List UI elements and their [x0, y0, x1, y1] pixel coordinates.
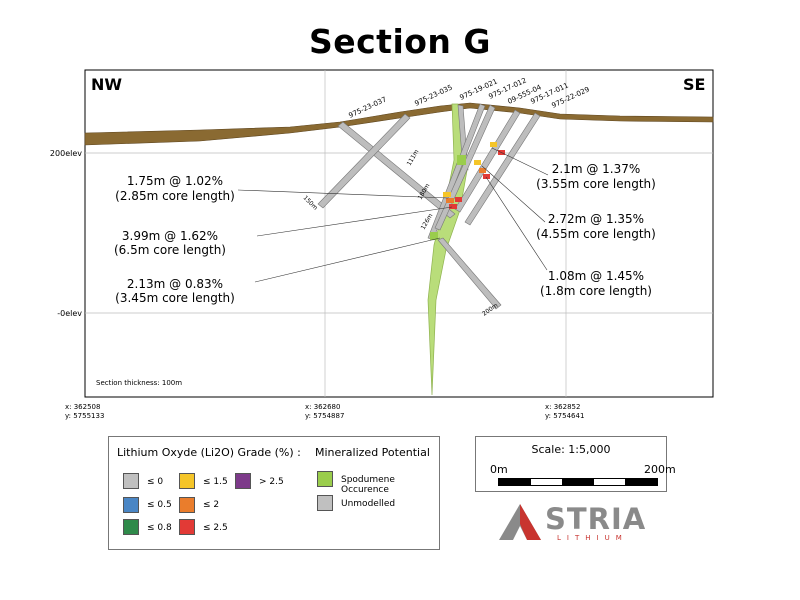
elevation-label: -0elev	[57, 309, 82, 318]
intercept-line2: (3.45m core length)	[115, 291, 235, 305]
legend-swatch	[123, 497, 139, 513]
scale-left-label: 0m	[490, 463, 508, 476]
coord-y-label: y: 5755133	[65, 412, 104, 420]
intercept-line2: (1.8m core length)	[540, 284, 652, 298]
grade-mark	[430, 232, 438, 240]
leader-line	[485, 176, 548, 271]
intercept-line2: (3.55m core length)	[536, 177, 656, 191]
orientation-right: SE	[683, 75, 705, 94]
overburden-layer	[84, 102, 714, 146]
legend-label: Unmodelled	[341, 499, 396, 509]
intercept-line2: (4.55m core length)	[536, 227, 656, 241]
legend-label: ≤ 1.5	[203, 477, 228, 487]
intercept-line1: 2.13m @ 0.83%	[127, 277, 223, 291]
legend-swatch	[123, 473, 139, 489]
drill-holes	[317, 103, 541, 310]
legend-label: ≤ 0.5	[147, 500, 172, 510]
leader-line	[481, 165, 546, 223]
leader-line	[491, 147, 549, 176]
section-title: Section G	[308, 22, 492, 61]
legend-swatch	[317, 495, 333, 511]
legend-label: ≤ 2.5	[203, 523, 228, 533]
intercept-line2: (2.85m core length)	[115, 189, 235, 203]
legend-swatch	[235, 473, 251, 489]
scale-bar	[498, 478, 658, 486]
coord-y-label: y: 5754641	[545, 412, 584, 420]
grade-mark	[455, 197, 462, 202]
legend-label: ≤ 0	[147, 477, 164, 487]
grade-mark	[483, 174, 490, 179]
scale-box: Scale: 1:5,000 0m 200m	[475, 436, 676, 492]
section-thickness: Section thickness: 100m	[96, 379, 182, 387]
drill-hole-975-23-037	[337, 121, 456, 219]
legend-swatch	[179, 497, 195, 513]
logo-mark-icon	[499, 504, 541, 540]
drill-hole-975-17-012-b	[437, 237, 502, 310]
grade-mark	[457, 155, 466, 165]
stria-logo: STRIA LITHIUM	[497, 500, 657, 546]
intercept-line1: 2.1m @ 1.37%	[552, 162, 641, 176]
scale-title: Scale: 1:5,000	[531, 443, 611, 456]
legend-label: Spodumene Occurence	[341, 475, 395, 495]
leader-line	[254, 237, 441, 283]
leader-line	[237, 189, 449, 199]
grade-mark	[449, 204, 457, 209]
coord-x-label: x: 362508	[65, 403, 100, 411]
intercept-line1: 1.08m @ 1.45%	[548, 269, 644, 283]
intercept-line2: (6.5m core length)	[114, 243, 226, 257]
intercept-line1: 3.99m @ 1.62%	[122, 229, 218, 243]
scale-right-label: 200m	[644, 463, 676, 476]
legend-swatch	[317, 471, 333, 487]
legend-swatch	[179, 473, 195, 489]
drill-hole-975-23-035	[317, 113, 411, 209]
legend-grade-title: Lithium Oxyde (Li2O) Grade (%) :	[117, 446, 301, 459]
grade-mark	[443, 192, 451, 197]
logo-subtitle: LITHIUM	[557, 534, 628, 542]
drill-hole-975-17-011	[454, 109, 521, 213]
elevation-label: 200elev	[50, 149, 82, 158]
grade-mark	[474, 160, 481, 165]
legend-swatch	[123, 519, 139, 535]
logo-word: STRIA	[545, 502, 647, 536]
coord-x-label: x: 362852	[545, 403, 580, 411]
coord-x-label: x: 362680	[305, 403, 340, 411]
legend-label: > 2.5	[259, 477, 284, 487]
intercept-line1: 2.72m @ 1.35%	[548, 212, 644, 226]
grade-mark	[479, 168, 486, 173]
grade-mark	[446, 198, 454, 203]
leader-line	[256, 206, 453, 237]
legend-label: ≤ 2	[203, 500, 220, 510]
coord-y-label: y: 5754887	[305, 412, 344, 420]
grade-mark	[490, 142, 497, 147]
legend-mineral-title: Mineralized Potential	[315, 446, 430, 459]
orientation-left: NW	[91, 75, 122, 94]
intercept-line1: 1.75m @ 1.02%	[127, 174, 223, 188]
legend-label: ≤ 0.8	[147, 523, 172, 533]
legend-swatch	[179, 519, 195, 535]
legend: Lithium Oxyde (Li2O) Grade (%) : Mineral…	[108, 436, 440, 550]
drill-hole-975-22-029	[464, 112, 541, 226]
